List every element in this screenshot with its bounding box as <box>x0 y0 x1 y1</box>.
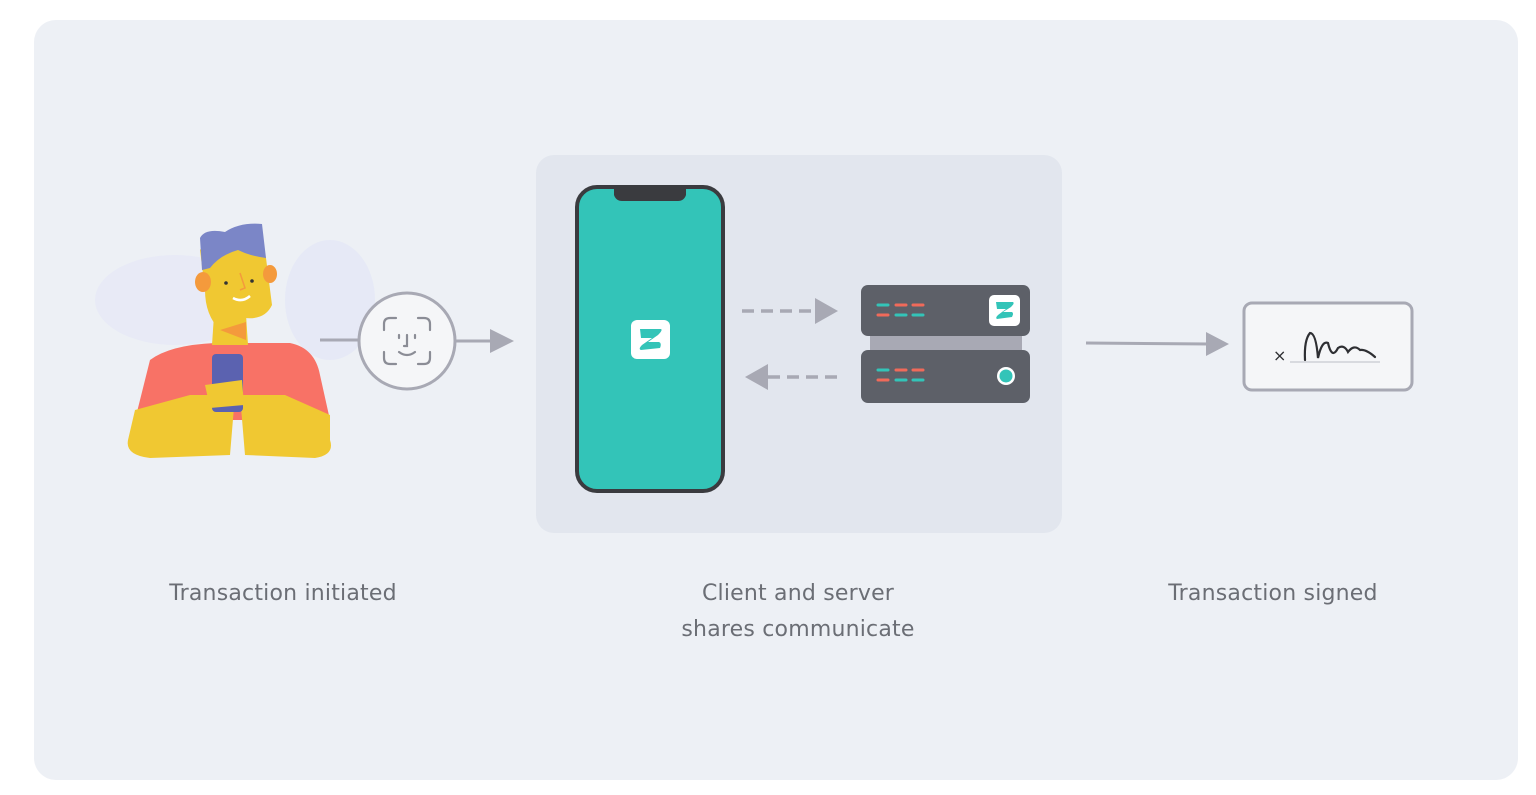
person-illustration <box>95 223 375 458</box>
response-arrow <box>745 364 840 390</box>
arrow-to-phone-head <box>490 329 514 353</box>
signature-x-mark: × <box>1273 346 1287 365</box>
server-illustration <box>861 285 1030 403</box>
step-caption-signed: Transaction signed <box>1168 581 1378 606</box>
request-arrow <box>742 298 838 324</box>
caption-line-1: Client and server <box>701 581 895 606</box>
arrow-to-signature-line <box>1085 341 1211 346</box>
phone-illustration <box>575 185 725 493</box>
caption-line-2: shares communicate <box>681 617 915 642</box>
face-id-icon <box>357 291 457 391</box>
server-logo-icon <box>989 295 1020 326</box>
signature-card <box>1242 301 1414 392</box>
step-caption-initiated: Transaction initiated <box>169 581 397 606</box>
app-logo-icon <box>631 320 670 359</box>
arrow-to-signature-head <box>1206 332 1229 356</box>
step-caption-communicate: Client and server shares communicate <box>681 576 914 648</box>
